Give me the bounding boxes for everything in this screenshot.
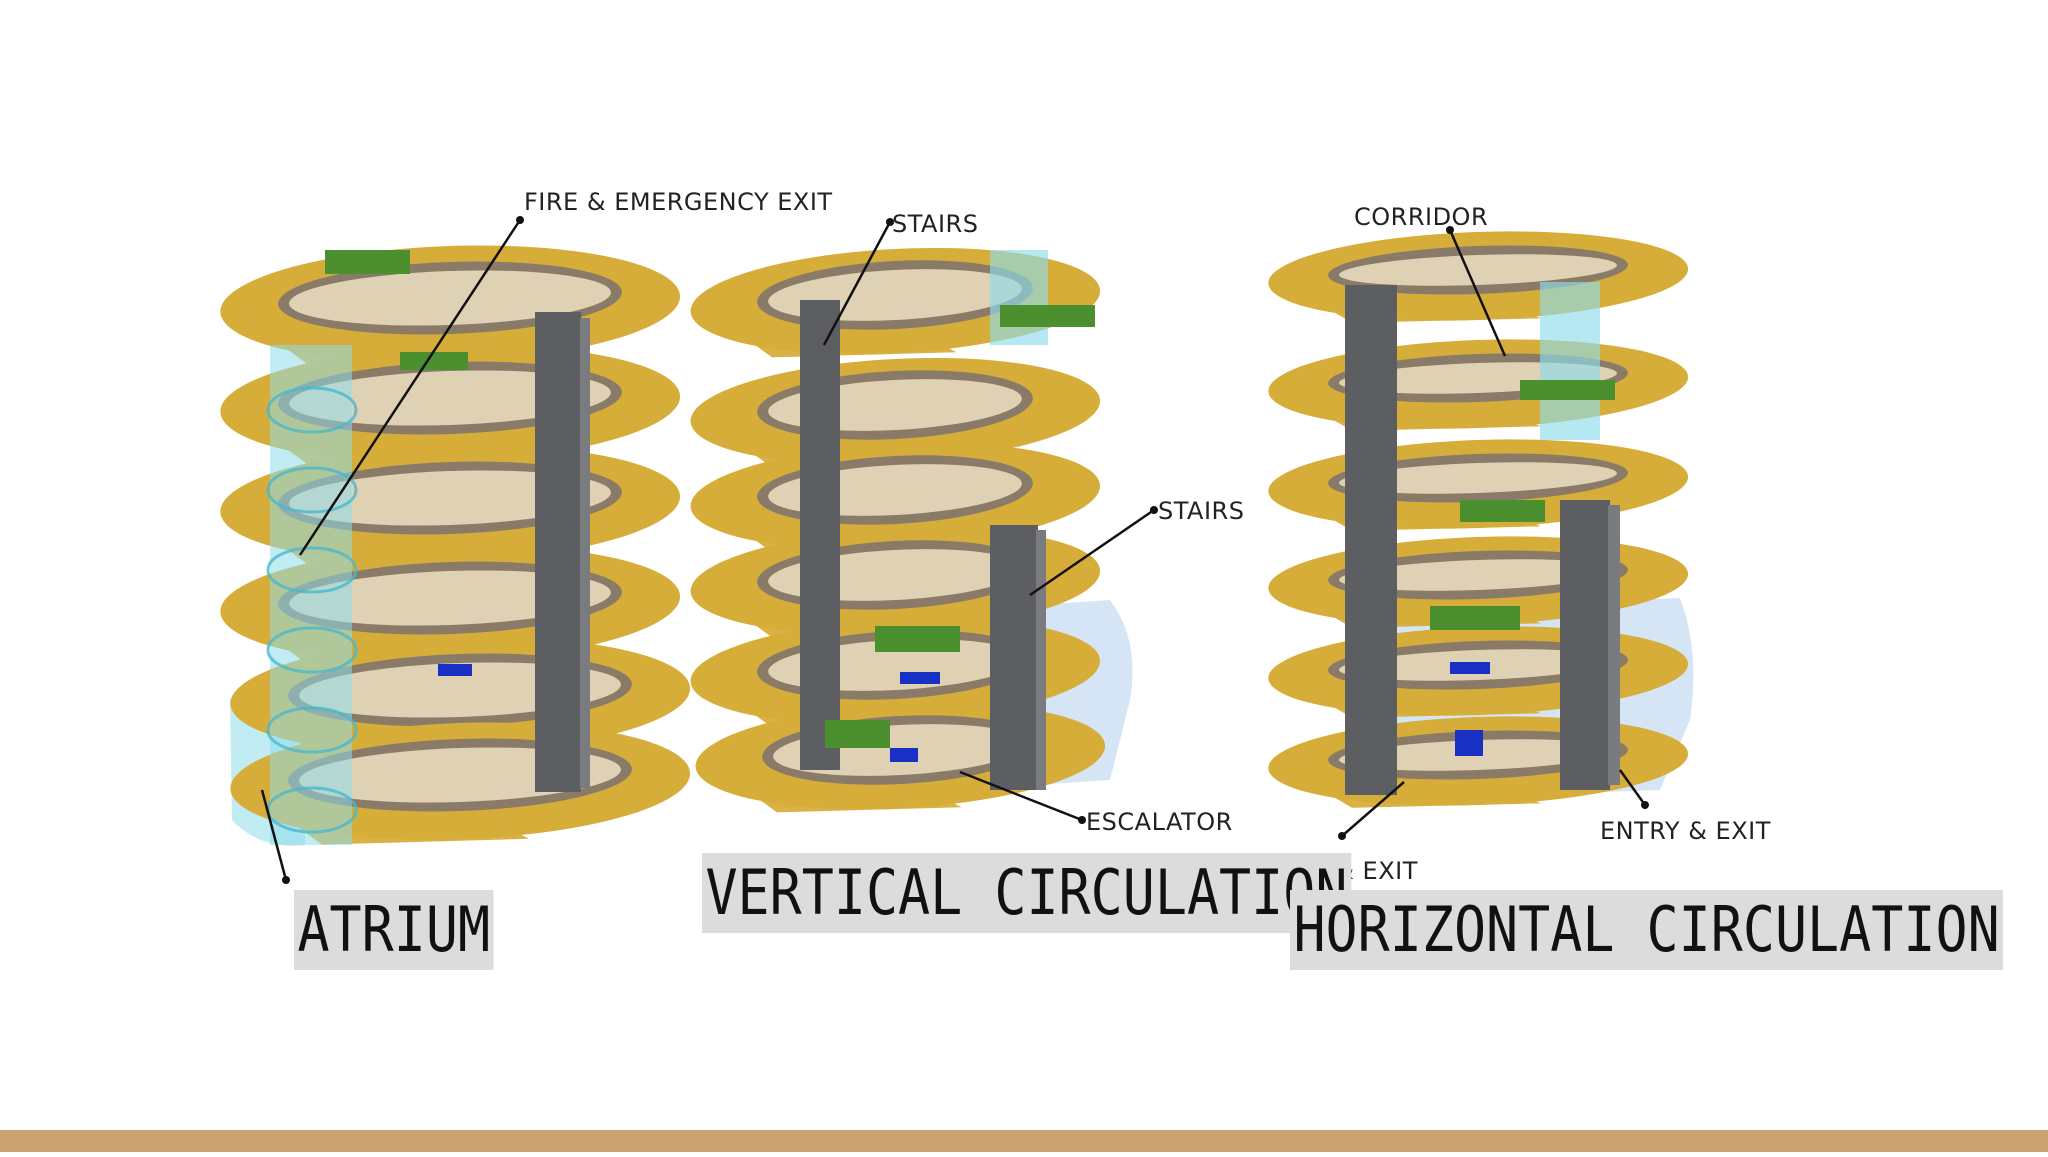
b2-leader-stairs-top: [822, 221, 892, 346]
b3-right-core-edge: [1608, 505, 1620, 785]
b3-left-core: [1345, 285, 1397, 795]
b2-leader-escalator: [959, 770, 1083, 822]
b2-green-mid: [875, 626, 960, 652]
caption-atrium: ATRIUM: [294, 890, 494, 970]
b1-core-edge: [580, 318, 590, 788]
b2-top-glass: [990, 250, 1048, 345]
label-stairs-mid: STAIRS: [1158, 497, 1245, 525]
b1-spiral-3: [266, 546, 358, 594]
b1-floor-1-floor: [289, 270, 611, 326]
b3-leader-entry-left: [1341, 781, 1405, 837]
b3-floor-6-slab-edge: [1278, 759, 1541, 808]
b1-core-shaft: [535, 312, 581, 792]
b3-escalator: [1450, 662, 1490, 674]
b1-spiral-1: [266, 386, 358, 434]
b2-leader-stairs-mid: [1029, 508, 1155, 597]
b2-floor-6-slab-edge: [705, 754, 962, 813]
caption-horizontal-circulation: HORIZONTAL CIRCULATION: [1290, 890, 2004, 970]
b3-top-glass: [1540, 282, 1600, 440]
b3-green-4: [1430, 606, 1520, 630]
b3-floor-1-floor: [1339, 254, 1617, 286]
b2-escalator-2: [890, 748, 918, 762]
b1-spiral-2: [266, 466, 358, 514]
b3-floor-3-floor: [1339, 462, 1617, 494]
b1-glass-tube: [270, 345, 352, 845]
b2-green-low: [825, 720, 890, 748]
label-stairs-top: STAIRS: [892, 210, 979, 238]
b1-leader-fire-exit: [298, 219, 522, 556]
b1-leader-atrium: [260, 789, 288, 881]
b2-leader-stairs-mid-dot: [1150, 506, 1158, 514]
b2-escalator: [900, 672, 940, 684]
b1-green-top: [325, 250, 410, 274]
b2-leader-stairs-top-dot: [886, 218, 894, 226]
b1-spiral-4: [266, 626, 358, 674]
b2-right-core-edge: [1036, 530, 1046, 790]
b3-green-2: [1520, 380, 1615, 400]
label-escalator: ESCALATOR: [1086, 808, 1233, 836]
b3-floor-2-slab-edge: [1278, 382, 1541, 431]
caption-vertical-circulation: VERTICAL CIRCULATION: [702, 853, 1351, 933]
b1-spiral-5: [266, 706, 358, 754]
b1-floor-4-floor: [289, 570, 611, 626]
b1-floor-2-floor: [289, 370, 611, 426]
label-entry-exit-right: ENTRY & EXIT: [1600, 817, 1771, 845]
b2-left-core: [800, 300, 840, 770]
b3-leader-corridor: [1448, 229, 1507, 357]
b3-escalator-2: [1455, 730, 1483, 756]
b3-green-3: [1460, 500, 1545, 522]
b3-floor-5-slab-edge: [1278, 669, 1541, 718]
b1-green-2: [400, 352, 468, 370]
b3-floor-4-floor: [1339, 559, 1617, 591]
b3-leader-entry-right: [1618, 769, 1647, 806]
b1-leader-fire-exit-dot: [516, 216, 524, 224]
b2-green-top: [1000, 305, 1095, 327]
label-fire-exit: FIRE & EMERGENCY EXIT: [524, 188, 833, 216]
b1-leader-atrium-dot: [282, 876, 290, 884]
b1-floor-3-floor: [289, 470, 611, 526]
footer-bar: [0, 1130, 2048, 1152]
b3-right-core: [1560, 500, 1610, 790]
b3-leader-entry-left-dot: [1338, 832, 1346, 840]
b3-leader-corridor-dot: [1446, 226, 1454, 234]
b3-floor-1-slab-edge: [1278, 274, 1541, 323]
b2-right-core: [990, 525, 1038, 790]
b2-leader-escalator-dot: [1078, 816, 1086, 824]
b1-escalator: [438, 664, 472, 676]
label-corridor: CORRIDOR: [1354, 203, 1489, 231]
b3-leader-entry-right-dot: [1641, 801, 1649, 809]
